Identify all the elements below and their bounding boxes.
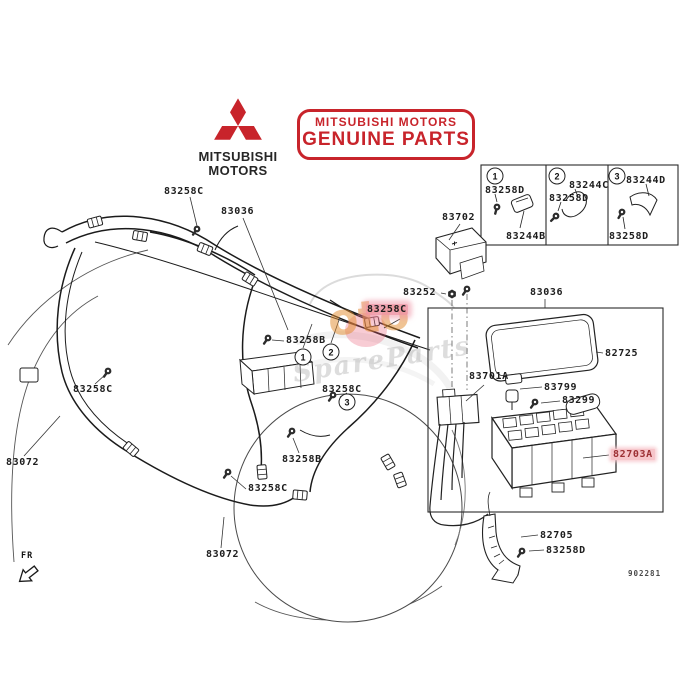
fr-direction-label: FR xyxy=(21,551,34,561)
ref3-part-83258D: 83258D xyxy=(609,231,649,242)
wiring-harness xyxy=(43,215,431,507)
part-83258C-mid: 83258C xyxy=(322,384,362,395)
leader-lines xyxy=(23,196,610,552)
ref3-part-83244D: 83244D xyxy=(626,175,666,186)
part-83258C-top: 83258C xyxy=(164,186,204,197)
diagram-marker-3: 3 xyxy=(338,393,356,411)
mitsubishi-logo-icon xyxy=(214,98,262,140)
fusebox-82703A xyxy=(490,393,618,498)
part-83072-left: 83072 xyxy=(6,457,40,468)
ref-marker-1: 1 xyxy=(486,167,504,185)
junction-block xyxy=(19,351,315,396)
bracket-82705 xyxy=(481,491,521,584)
ref-marker-2: 2 xyxy=(548,167,566,185)
mount-centerlines xyxy=(451,294,468,396)
part-83701A: 83701A xyxy=(469,371,509,382)
part-82725: 82725 xyxy=(605,348,639,359)
badge-line1: MITSUBISHI MOTORS xyxy=(314,115,458,129)
watermark-text: oto xyxy=(325,288,412,347)
part-83072-bottom: 83072 xyxy=(206,549,240,560)
part-82703A-highlighted: 82703A xyxy=(611,449,655,460)
cover-83702 xyxy=(435,227,487,280)
logo-line2: MOTORS xyxy=(208,163,268,178)
diagram-code: 902281 xyxy=(628,569,662,578)
ref1-part-83258D: 83258D xyxy=(485,185,525,196)
ref2-part-83258D: 83258D xyxy=(549,193,589,204)
part-83702: 83702 xyxy=(442,212,476,223)
part-83258C-highlighted: 83258C xyxy=(366,304,408,315)
ref1-part-83244B: 83244B xyxy=(506,231,546,242)
fusebox-cover-82725 xyxy=(485,313,599,385)
part-83258B-low: 83258B xyxy=(282,454,322,465)
vehicle-body-outline xyxy=(7,249,466,623)
assembly-frame-83036 xyxy=(427,307,664,513)
logo-line1: MITSUBISHI xyxy=(198,149,278,164)
diagram-marker-1: 1 xyxy=(294,348,312,366)
watermark-car-outline xyxy=(294,273,456,394)
part-83258C-low: 83258C xyxy=(248,483,288,494)
mitsubishi-logo-wordmark: MITSUBISHI MOTORS xyxy=(190,150,286,178)
part-83258D-bottom: 83258D xyxy=(546,545,586,556)
part-83036-harness: 83036 xyxy=(221,206,255,217)
diagram-marker-2: 2 xyxy=(322,343,340,361)
part-83252: 83252 xyxy=(403,287,437,298)
fr-direction-arrow xyxy=(18,565,39,583)
ref-marker-3: 3 xyxy=(608,167,626,185)
part-83258C-left: 83258C xyxy=(73,384,113,395)
part-83299: 83299 xyxy=(562,395,596,406)
genuine-parts-badge: MITSUBISHI MOTORS GENUINE PARTS xyxy=(297,109,475,160)
badge-line2: GENUINE PARTS xyxy=(302,129,470,150)
reference-panel-icons xyxy=(494,183,658,230)
hex-nut xyxy=(448,289,456,299)
highlight-ring xyxy=(345,313,387,347)
grommet-83799 xyxy=(505,389,519,410)
ref2-part-83244C: 83244C xyxy=(569,180,609,191)
reference-panel xyxy=(480,164,679,246)
part-82705: 82705 xyxy=(540,530,574,541)
leader-83702 xyxy=(448,223,461,241)
part-83799: 83799 xyxy=(544,382,578,393)
part-83036-box: 83036 xyxy=(530,287,564,298)
part-83258B-mid: 83258B xyxy=(286,335,326,346)
